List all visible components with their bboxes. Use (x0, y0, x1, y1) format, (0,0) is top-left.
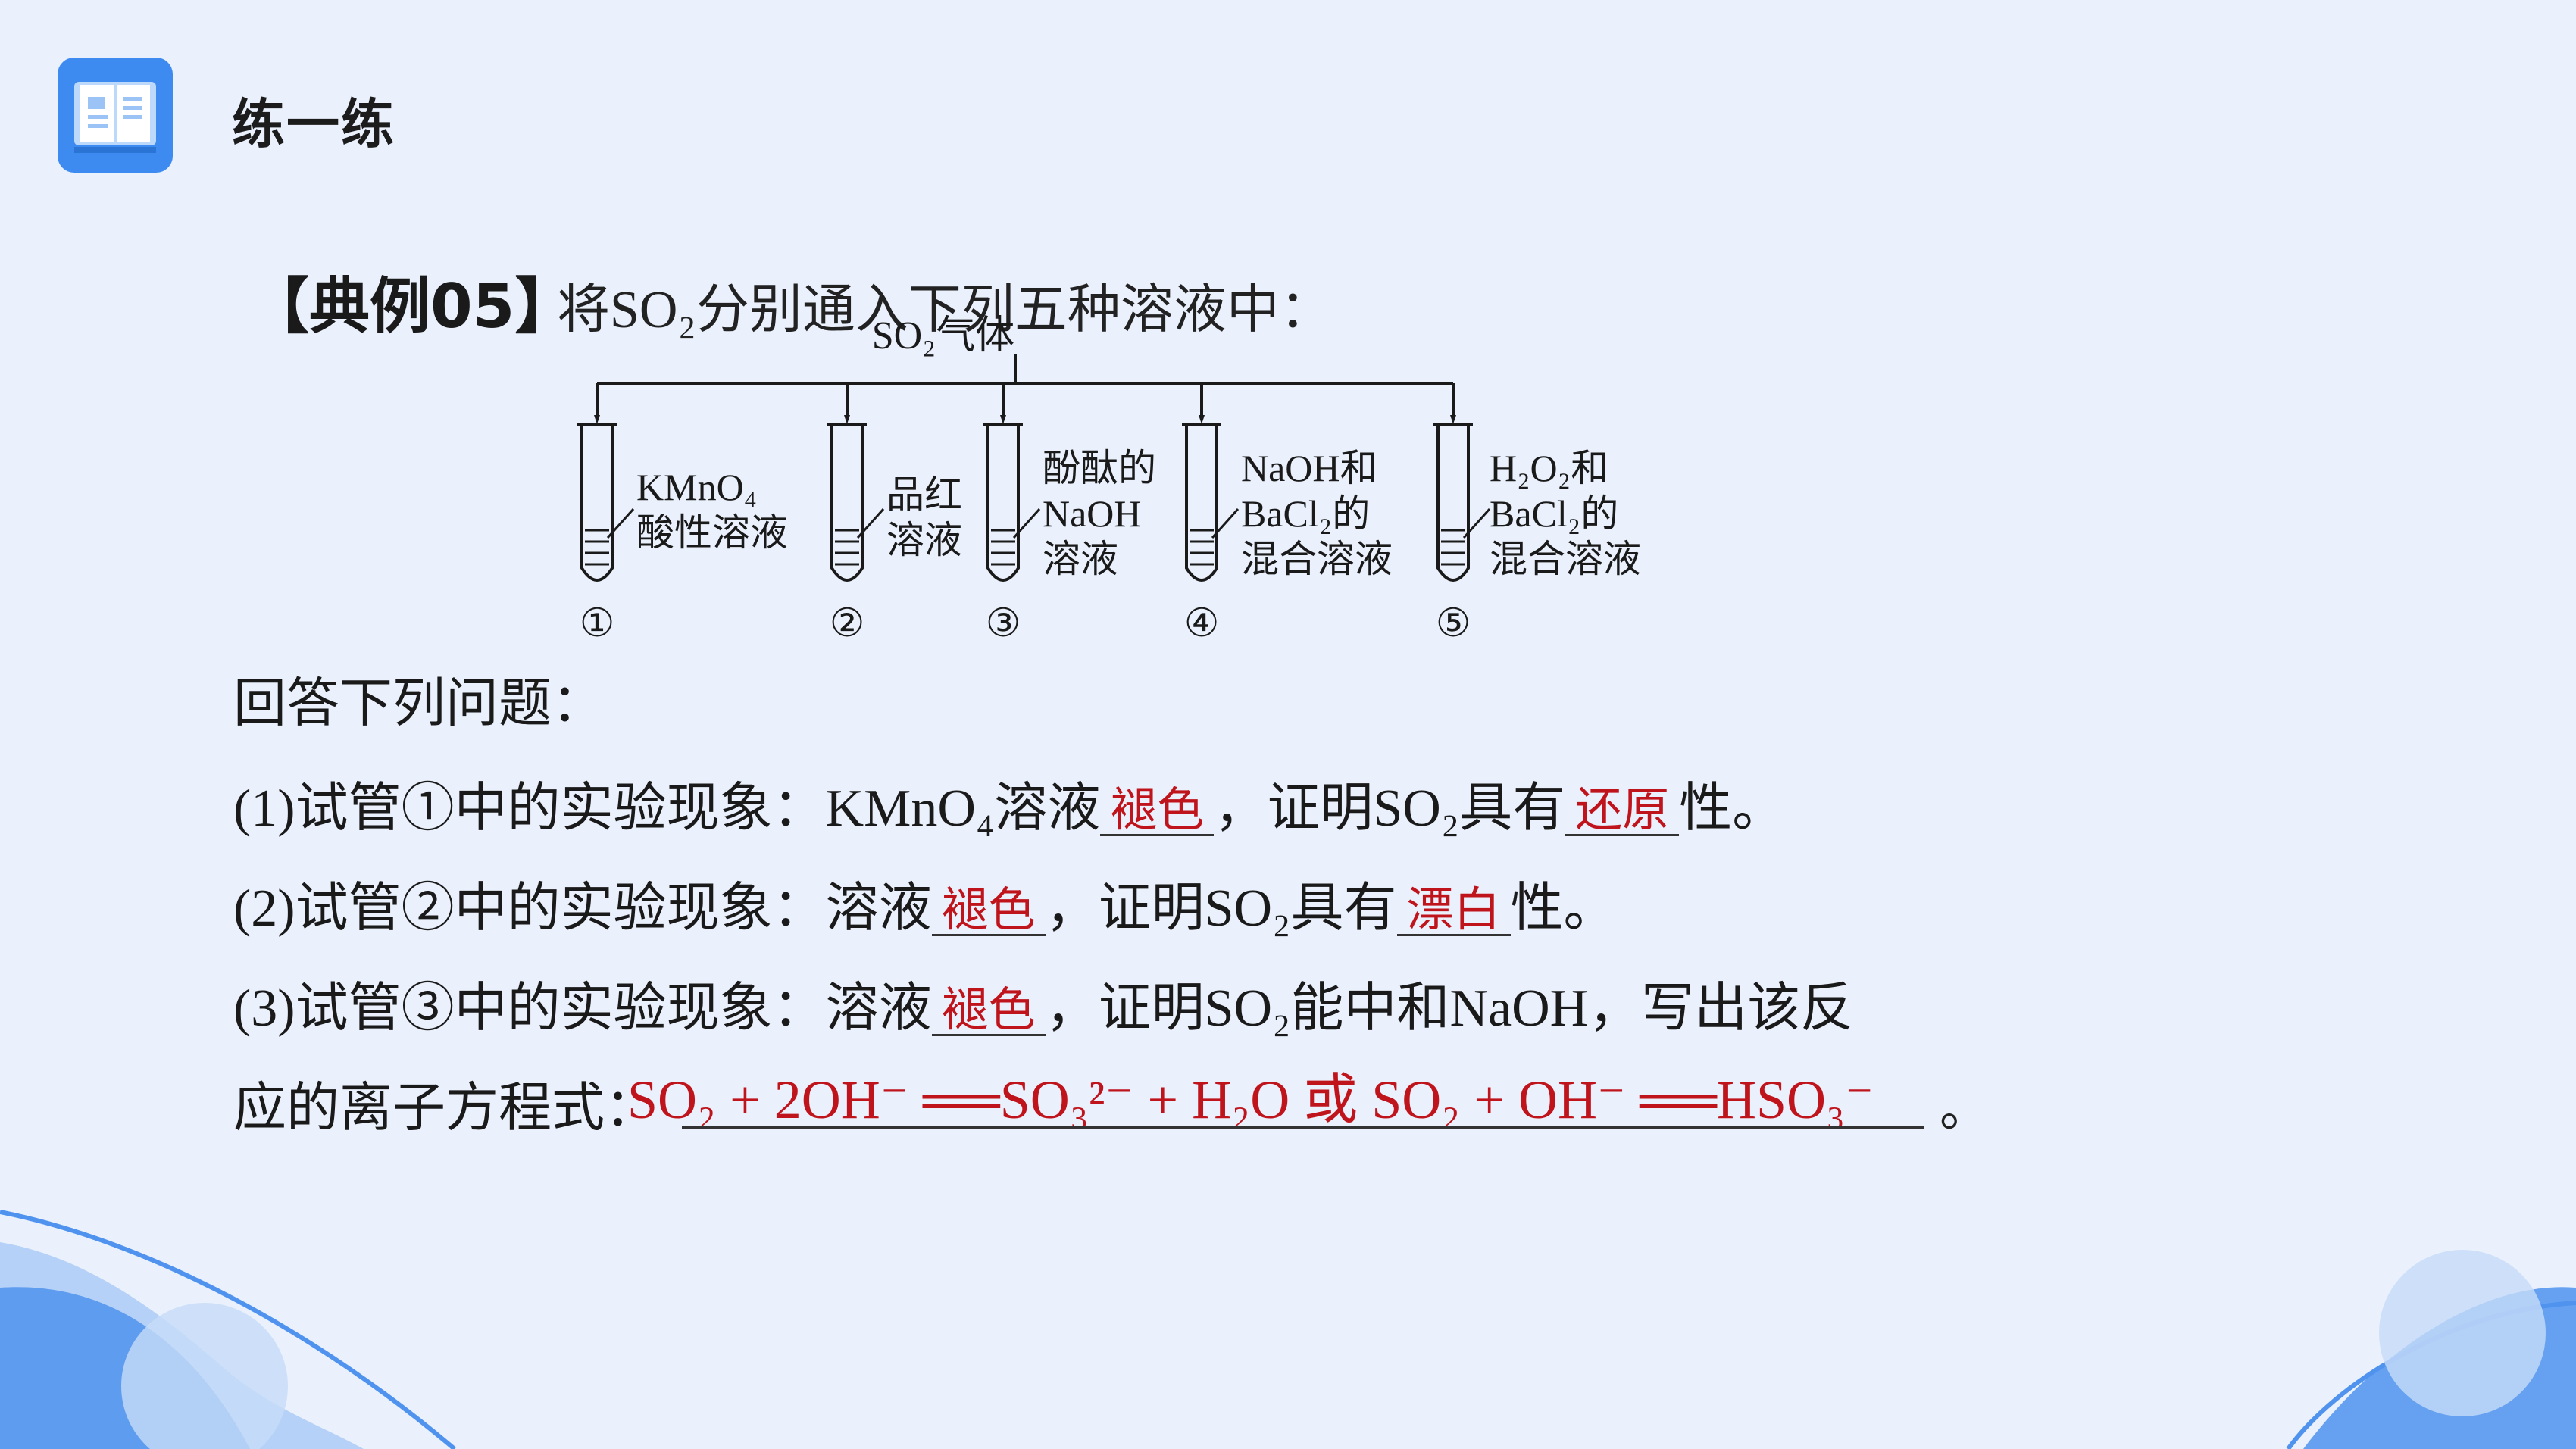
tube-1-label-line1: KMnO₄ (636, 466, 757, 508)
tube-3-number: ③ (986, 602, 1021, 645)
question-1-end: 性。 (1679, 779, 1786, 838)
tube-2-label-line2: 溶液 (886, 519, 962, 561)
tube-3-label-line2: NaOH (1043, 492, 1142, 535)
tube-5-label-line3: 混合溶液 (1490, 538, 1641, 580)
question-3-continued: 应的离子方程式： (233, 1079, 658, 1138)
tube-4-label-line1: NaOH和 (1241, 447, 1378, 489)
wave-bottom-right (2303, 1287, 2576, 1449)
tube-5: H₂O₂和 BaCl₂的 混合溶液 ⑤ (1433, 383, 1641, 645)
tube-4-label-line3: 混合溶液 (1241, 538, 1393, 580)
question-2-text: (2)试管②中的实验现象：溶液 (233, 879, 932, 938)
example-label: 【典例05】 (249, 271, 576, 342)
gas-label: SO₂气体 (872, 314, 1015, 358)
tube-4: NaOH和 BaCl₂的 混合溶液 ④ (1182, 383, 1393, 645)
test-tube-apparatus-diagram: SO₂气体 KMnO₄ 酸性溶液 ① 品红 溶液 ② (577, 314, 1641, 645)
equation-period: 。 (1940, 1082, 1990, 1137)
wave-bottom-right-line (2286, 1301, 2576, 1449)
question-2-end: 性。 (1510, 879, 1617, 938)
example-intro: 将SO₂分别通入下列五种溶液中： (557, 281, 1333, 339)
equation-answer-line (682, 1126, 1924, 1129)
tube-5-number: ⑤ (1436, 602, 1471, 645)
wave-bottom-left (0, 1242, 364, 1449)
tube-2: 品红 溶液 ② (827, 383, 962, 645)
tube-4-label-line2: BaCl₂的 (1241, 492, 1370, 535)
question-1-blank-1-answer: 褪色 (1100, 785, 1215, 837)
tube-3-label-line1: 酚酞的 (1043, 447, 1156, 489)
tube-1-label-line2: 酸性溶液 (636, 511, 788, 554)
tube-2-label-line1: 品红 (886, 473, 962, 516)
ionic-equation-answer: SO₂ + 2OH⁻ ══SO₃²⁻ + H₂O 或 SO₂ + OH⁻ ══H… (627, 1070, 1874, 1130)
question-1: (1)试管①中的实验现象：KMnO₄溶液褪色，证明SO₂具有还原性。 (233, 765, 1785, 842)
page-title: 练一练 (232, 93, 395, 155)
wave-bottom-left-line (0, 1210, 456, 1449)
question-3: (3)试管③中的实验现象：溶液褪色，证明SO₂能中和NaOH，写出该反 (233, 965, 1853, 1041)
question-1-mid: ，证明SO₂具有 (1214, 779, 1566, 838)
question-3-blank-answer: 褪色 (931, 985, 1046, 1037)
tube-5-label-line1: H₂O₂和 (1490, 447, 1608, 489)
question-3-text: (3)试管③中的实验现象：溶液 (233, 979, 932, 1038)
tube-3: 酚酞的 NaOH 溶液 ③ (983, 383, 1156, 645)
circle-bottom-left (121, 1303, 288, 1449)
tube-2-number: ② (830, 602, 865, 645)
tube-3-label-line3: 溶液 (1043, 538, 1118, 580)
questions-prompt: 回答下列问题： (233, 675, 605, 733)
tube-1-number: ① (580, 602, 615, 645)
tube-4-number: ④ (1184, 602, 1220, 645)
question-2-mid: ，证明SO₂具有 (1045, 879, 1397, 938)
circle-bottom-right (2379, 1250, 2546, 1416)
question-2-blank-1-answer: 褪色 (931, 885, 1046, 937)
tube-5-label-line2: BaCl₂的 (1490, 492, 1618, 535)
tube-1: KMnO₄ 酸性溶液 ① (577, 383, 788, 645)
question-2: (2)试管②中的实验现象：溶液褪色，证明SO₂具有漂白性。 (233, 865, 1617, 942)
book-icon (58, 58, 173, 173)
question-2-blank-2-answer: 漂白 (1396, 885, 1511, 937)
wave-bottom-left-2 (0, 1287, 250, 1449)
question-3-rest: ，证明SO₂能中和NaOH，写出该反 (1045, 979, 1854, 1038)
question-1-text: (1)试管①中的实验现象：KMnO₄溶液 (233, 779, 1101, 838)
question-1-blank-2-answer: 还原 (1565, 785, 1680, 837)
